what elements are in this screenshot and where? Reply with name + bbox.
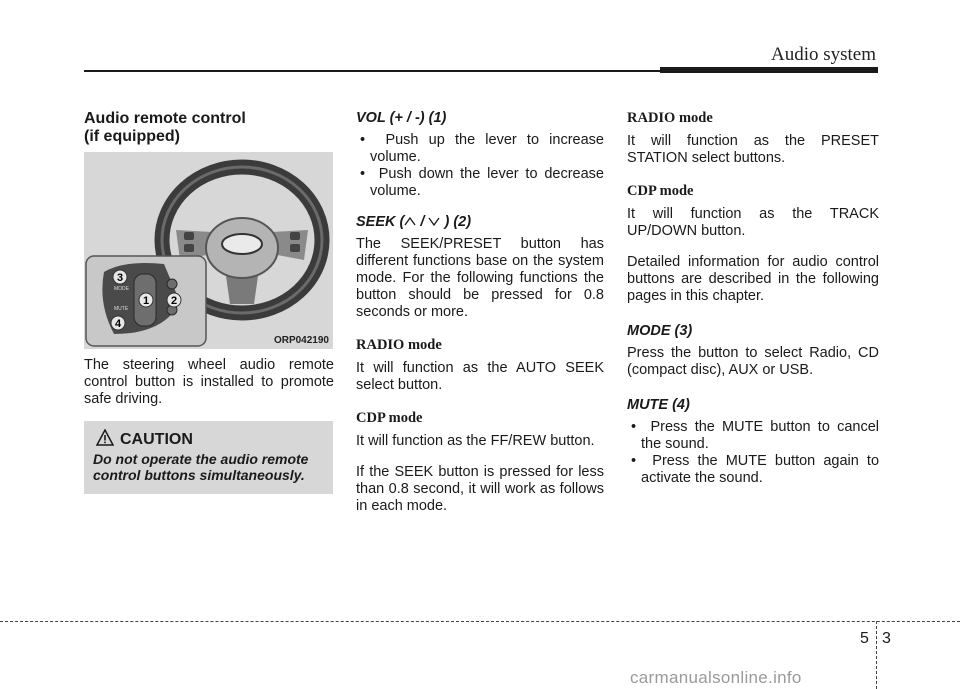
cdp-mode-paragraph-right: It will function as the TRACK UP/DOWN bu… (627, 206, 879, 239)
header-bar (660, 67, 878, 73)
vol-bullet-list: • Push up the lever to increase volume. … (356, 132, 604, 200)
column-left: Audio remote control (if equipped) (84, 110, 334, 146)
figure-caption: ORP042190 (273, 335, 329, 346)
mode-label: MODE (114, 286, 130, 292)
seek-up-icon (404, 216, 416, 226)
watermark: carmanualsonline.info (630, 668, 802, 687)
list-item: • Push down the lever to decrease volume… (360, 166, 605, 199)
steering-wheel-figure: MODE MUTE 3 1 2 4 ORP042190 (84, 152, 333, 349)
warning-triangle-icon (96, 429, 114, 446)
mute-bullet-list: • Press the MUTE button to cancel the so… (627, 419, 879, 487)
callout-1: 1 (143, 295, 149, 307)
section-number: 5 (860, 630, 869, 647)
list-item: • Press the MUTE button to cancel the so… (631, 419, 879, 452)
mute-label: MUTE (114, 306, 129, 312)
seek-heading: SEEK ( / ) (2) (356, 214, 472, 230)
page-number: 3 (882, 630, 891, 647)
radio-mode-heading: RADIO mode (356, 337, 442, 353)
footer-divider (876, 621, 877, 689)
mute-heading: MUTE (4) (627, 397, 690, 413)
radio-mode-paragraph-right: It will function as the PRESET STATION s… (627, 133, 879, 166)
intro-block: The steering wheel audio remote control … (84, 357, 334, 408)
intro-paragraph: The steering wheel audio remote control … (84, 357, 334, 407)
callout-3: 3 (117, 272, 123, 284)
cdp-mode-heading-right: CDP mode (627, 183, 694, 199)
callout-2: 2 (171, 295, 177, 307)
callout-4: 4 (115, 318, 122, 330)
column-middle: VOL (+ / -) (1) • Push up the lever to i… (356, 110, 604, 515)
section-heading-line1: Audio remote control (84, 110, 246, 127)
mode-paragraph: Press the button to select Radio, CD (co… (627, 345, 879, 378)
mode-heading: MODE (3) (627, 323, 693, 339)
page-header-title: Audio system (770, 44, 876, 65)
seek-down-icon (428, 217, 440, 227)
caution-text: Do not operate the audio remote control … (93, 451, 309, 483)
radio-mode-paragraph: It will function as the AUTO SEEK select… (356, 360, 604, 393)
section-heading-line2: (if equipped) (84, 128, 180, 145)
seek-paragraph: The SEEK/PRESET button has different fun… (356, 236, 604, 320)
section-heading: Audio remote control (if equipped) (84, 110, 334, 146)
column-right: RADIO mode It will function as the PRESE… (627, 110, 879, 487)
footer-rule (0, 621, 960, 622)
radio-mode-heading-right: RADIO mode (627, 110, 713, 126)
list-item: • Push up the lever to increase volume. (360, 132, 604, 165)
short-press-paragraph: If the SEEK button is pressed for less t… (356, 464, 604, 514)
header-rule (84, 70, 660, 72)
list-item: • Press the MUTE button again to activat… (631, 453, 880, 486)
vol-heading: VOL (+ / -) (1) (356, 110, 447, 126)
detail-paragraph: Detailed information for audio control b… (627, 254, 879, 304)
cdp-mode-heading: CDP mode (356, 410, 423, 426)
steering-wheel-illustration: MODE MUTE 3 1 2 4 (85, 159, 330, 347)
cdp-mode-paragraph: It will function as the FF/REW button. (356, 433, 595, 449)
caution-title: CAUTION (120, 431, 193, 448)
caution-box: CAUTION Do not operate the audio remote … (84, 421, 333, 494)
